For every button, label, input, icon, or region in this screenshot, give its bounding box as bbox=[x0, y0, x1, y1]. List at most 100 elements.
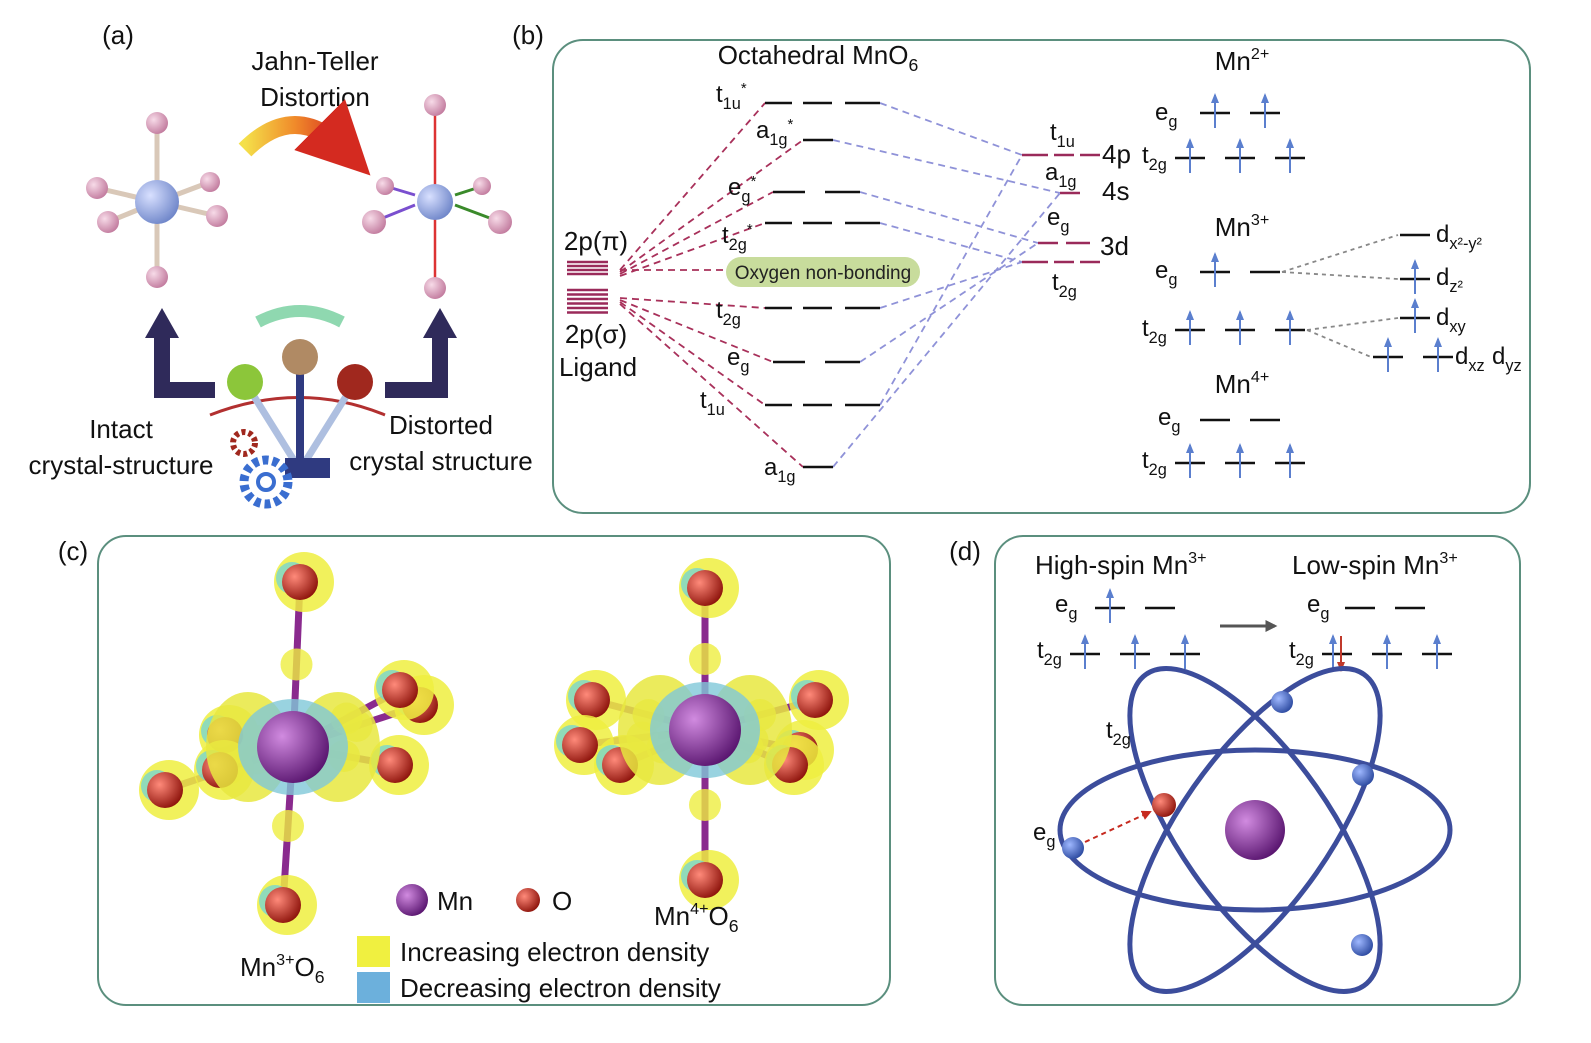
atomic-t2g-label: t2g bbox=[1052, 269, 1077, 301]
panel-b-tag: (b) bbox=[512, 20, 544, 50]
label-base: d bbox=[1492, 343, 1505, 370]
mo-eg-label: eg bbox=[727, 344, 749, 376]
label-base: t bbox=[1106, 717, 1113, 744]
mn4-t2g-label: t2g bbox=[1142, 447, 1167, 479]
mn-atom bbox=[257, 711, 329, 783]
intact-label-1: Intact bbox=[89, 414, 153, 444]
atomic-levels bbox=[1022, 153, 1100, 264]
panel-b-frame bbox=[552, 39, 1531, 514]
label-base: a bbox=[1045, 159, 1059, 186]
mn-atom bbox=[669, 694, 741, 766]
label-sup: 2+ bbox=[1251, 45, 1269, 63]
label-base: e bbox=[1155, 257, 1168, 284]
spin-up-arrowhead bbox=[1211, 252, 1219, 262]
label-base: Low-spin Mn bbox=[1292, 550, 1439, 580]
octahedron-intact-icon bbox=[86, 112, 228, 288]
ligand-label: Ligand bbox=[559, 352, 637, 382]
spin-up-arrowhead bbox=[1286, 443, 1294, 453]
label-base: Octahedral MnO bbox=[718, 40, 909, 70]
label-sub: 2g bbox=[1149, 156, 1167, 174]
atomic-a1g-label: a1g bbox=[1045, 159, 1077, 191]
ligand-sigma-levels bbox=[567, 288, 608, 314]
label-sup: 4+ bbox=[690, 900, 708, 918]
label-sup: 3+ bbox=[276, 951, 294, 969]
label-base: O bbox=[295, 952, 315, 982]
atomic-t1u-label: t1u bbox=[1050, 119, 1075, 151]
label-base: e bbox=[1155, 99, 1168, 126]
label-base: a bbox=[756, 117, 770, 144]
label-sub: xz bbox=[1468, 357, 1484, 375]
label-base: t bbox=[1052, 269, 1059, 296]
ls-t2g-label: t2g bbox=[1289, 637, 1314, 669]
ligand-sigma-label: 2p(σ) bbox=[565, 319, 627, 349]
label-sub: 1u bbox=[723, 95, 741, 113]
label-base: O bbox=[709, 901, 729, 931]
dz2-label: dz² bbox=[1436, 264, 1464, 296]
label-sub: g bbox=[1046, 833, 1055, 851]
spin-up-arrowhead bbox=[1186, 138, 1194, 148]
label-sub: 6 bbox=[315, 967, 325, 987]
mn4o6-structure bbox=[554, 558, 849, 910]
label-base: Mn bbox=[240, 952, 276, 982]
lever-icon bbox=[209, 305, 386, 478]
up-arrow-left-icon bbox=[154, 335, 215, 398]
hs-t2g-label: t2g bbox=[1037, 637, 1062, 669]
metal-correlation-lines bbox=[832, 102, 1061, 468]
label-sup: 3+ bbox=[1439, 549, 1457, 567]
spin-up-arrowhead bbox=[1383, 634, 1391, 644]
mo-t2g-label: t2g bbox=[716, 297, 741, 329]
label-sub: g bbox=[1320, 605, 1329, 623]
dxy-label: dxy bbox=[1436, 304, 1467, 336]
label-sub: 1g bbox=[777, 468, 795, 486]
label-sub: yz bbox=[1505, 357, 1521, 375]
panel-d: (d) High-spin Mn3+ Low-spin Mn3+ eg t2g … bbox=[949, 535, 1521, 1006]
label-base: High-spin Mn bbox=[1035, 550, 1188, 580]
label-sub: xy bbox=[1449, 318, 1466, 336]
label-sub: 2g bbox=[729, 236, 747, 254]
label-sub: 2g bbox=[1149, 329, 1167, 347]
label-sub: g bbox=[1168, 271, 1177, 289]
mo-a1g-star-label: a1g* bbox=[756, 117, 794, 149]
label-sub: 2g bbox=[1149, 461, 1167, 479]
dxz-label: dxz bbox=[1455, 343, 1485, 375]
ligand-pi-levels bbox=[567, 260, 608, 276]
label-base: e bbox=[1055, 591, 1068, 618]
increasing-density-label: Increasing electron density bbox=[400, 937, 709, 967]
atomic-3d-label: 3d bbox=[1100, 231, 1129, 261]
spin-up-arrowhead bbox=[1236, 138, 1244, 148]
mn3-eg-label: eg bbox=[1155, 257, 1177, 289]
ligand-pi-label: 2p(π) bbox=[564, 226, 628, 256]
spin-up-arrowhead bbox=[1384, 337, 1392, 347]
label-sub: g bbox=[741, 188, 750, 206]
spin-up-arrowhead bbox=[1411, 298, 1419, 308]
electron-icon bbox=[1351, 934, 1373, 956]
eg-electron-icon bbox=[1062, 837, 1084, 859]
label-base: Mn bbox=[1215, 46, 1251, 76]
gear-icon bbox=[230, 429, 293, 509]
jahn-teller-splitting-lines bbox=[1281, 234, 1399, 358]
high-spin-orbitals bbox=[1070, 588, 1200, 669]
mo-eg-star-label: eg* bbox=[728, 174, 756, 206]
arrowhead-icon bbox=[423, 308, 457, 338]
panel-c-frame bbox=[97, 535, 891, 1006]
label-base: t bbox=[1142, 315, 1149, 342]
o-atom bbox=[797, 682, 833, 718]
label-sub: g bbox=[1171, 418, 1180, 436]
o-atom bbox=[382, 672, 418, 708]
spin-up-arrowhead bbox=[1433, 634, 1441, 644]
spin-up-arrowhead bbox=[1106, 588, 1114, 598]
label-base: t bbox=[1142, 447, 1149, 474]
label-base: Mn bbox=[1215, 212, 1251, 242]
increasing-density-swatch bbox=[357, 936, 390, 967]
low-spin-orbitals bbox=[1322, 606, 1452, 672]
spin-up-arrowhead bbox=[1131, 634, 1139, 644]
label-sup: 4+ bbox=[1251, 368, 1269, 386]
o-legend-icon bbox=[516, 888, 540, 912]
arrowhead-icon bbox=[145, 308, 179, 338]
label-sub: g bbox=[740, 358, 749, 376]
label-base: d bbox=[1436, 221, 1449, 248]
panel-a: (a) Jahn-Teller Distortion bbox=[29, 20, 533, 509]
atomic-eg-label: eg bbox=[1047, 204, 1069, 236]
label-base: e bbox=[1307, 591, 1320, 618]
curved-arrow-icon bbox=[238, 99, 371, 176]
